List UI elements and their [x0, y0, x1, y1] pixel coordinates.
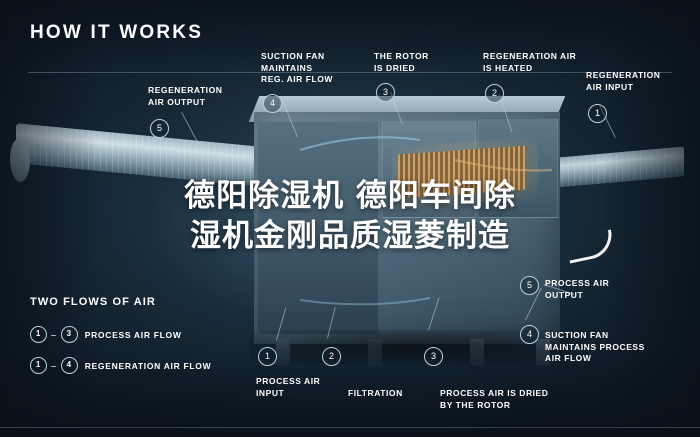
legend-label-process-air: PROCESS AIR FLOW [84, 329, 182, 340]
header-divider [28, 72, 672, 73]
legend-number-from: 1 [30, 326, 47, 343]
callout-suction-fan-process: SUCTION FAN MAINTAINS PROCESS AIR FLOW [545, 330, 645, 363]
watermark-line-1: 德阳除湿机 德阳车间除 [184, 178, 516, 214]
legend-numbers-process-air: 1 – 3 [30, 326, 78, 343]
page-title: HOW IT WORKS [30, 22, 204, 43]
callout-process-air-output: PROCESS AIR OUTPUT [545, 278, 610, 300]
callout-suction-fan-reg: SUCTION FAN MAINTAINS REG. AIR FLOW [261, 51, 333, 84]
callout-number-filtration: 2 [322, 347, 341, 366]
legend-dash: – [51, 329, 57, 340]
callout-filtration: FILTRATION [348, 388, 403, 398]
legend-number-to: 3 [60, 326, 78, 343]
callout-number-process-air-input: 1 [258, 347, 277, 366]
callout-number-regeneration-air-output: 5 [150, 119, 169, 138]
legend-label-regeneration-air: REGENERATION AIR FLOW [84, 360, 212, 371]
legend-numbers-regeneration-air: 1 – 4 [30, 357, 78, 374]
legend-title: TWO FLOWS OF AIR [30, 296, 156, 308]
callout-number-suction-fan-reg: 4 [263, 94, 282, 113]
legend-number-from: 1 [30, 357, 47, 374]
callout-number-regeneration-input: 1 [588, 104, 607, 123]
legend-row-process-air: 1 – 3 PROCESS AIR FLOW [30, 326, 182, 343]
callout-regeneration-air-output: REGENERATION AIR OUTPUT [148, 85, 223, 107]
callout-regeneration-input: REGENERATION AIR INPUT [586, 70, 661, 92]
callout-rotor-dried: THE ROTOR IS DRIED [374, 51, 429, 73]
callout-process-air-dried: PROCESS AIR IS DRIED BY THE ROTOR [440, 388, 549, 410]
callout-process-air-input: PROCESS AIR INPUT [256, 376, 321, 398]
callout-number-suction-fan-process: 4 [520, 325, 539, 344]
legend-row-regeneration-air: 1 – 4 REGENERATION AIR FLOW [30, 357, 211, 374]
watermark-line-2: 湿机金刚品质湿菱制造 [190, 218, 510, 254]
watermark-overlay: 德阳除湿机 德阳车间除 湿机金刚品质湿菱制造 [0, 176, 700, 256]
callout-number-process-air-output: 5 [520, 276, 539, 295]
callout-regeneration-heated: REGENERATION AIR IS HEATED [483, 51, 577, 73]
callout-number-regeneration-heated: 2 [485, 84, 504, 103]
footer-divider [0, 427, 700, 428]
legend-dash: – [51, 360, 57, 371]
legend-number-to: 4 [60, 357, 78, 374]
callout-number-process-air-dried: 3 [424, 347, 443, 366]
callout-number-rotor-dried: 3 [376, 83, 395, 102]
